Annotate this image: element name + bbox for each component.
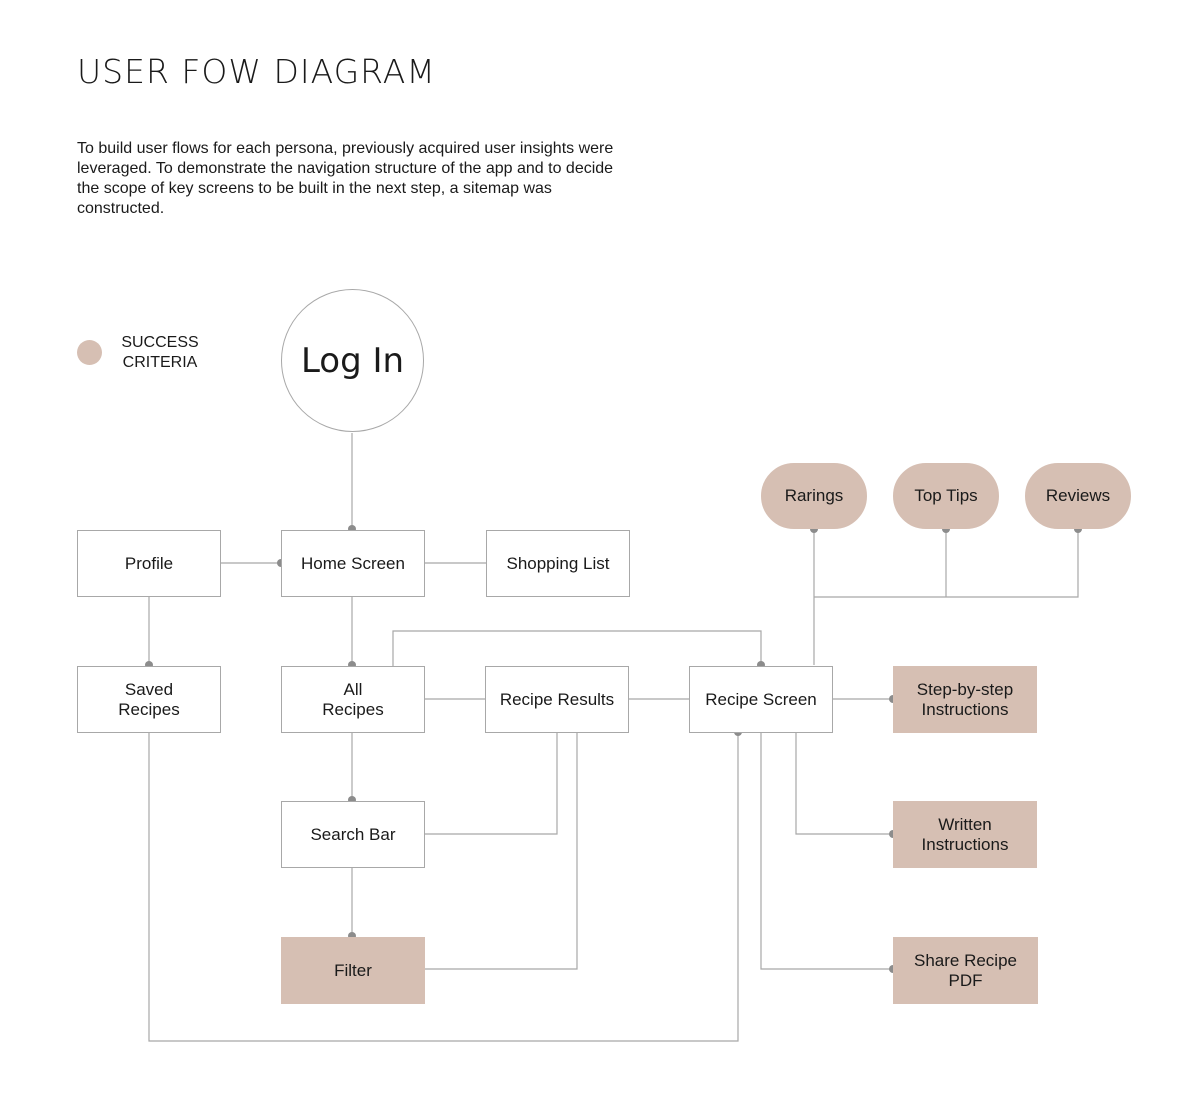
node-filter: Filter [281, 937, 425, 1004]
intro-paragraph: To build user flows for each persona, pr… [77, 140, 614, 217]
success-criteria-label: SUCCESS CRITERIA [121, 334, 199, 371]
node-all-recipes: All Recipes [281, 666, 425, 733]
node-profile: Profile [77, 530, 221, 597]
edge-search-results [425, 733, 558, 835]
edge-recipe-written [795, 733, 893, 835]
edge-ratings-bus [814, 529, 1079, 598]
edge-recipe-share [760, 733, 893, 970]
node-share-recipe-pdf: Share Recipe PDF [893, 937, 1038, 1004]
node-ratings: Rarings [761, 463, 867, 529]
edge-all-recipe [392, 630, 762, 666]
node-recipe-results: Recipe Results [485, 666, 629, 733]
node-saved-recipes: Saved Recipes [77, 666, 221, 733]
edge-filter-results [425, 733, 578, 970]
success-criteria-swatch [77, 340, 102, 365]
node-log-in: Log In [281, 289, 424, 432]
page-title: USER FOW DIAGRAM [77, 52, 436, 91]
node-shopping-list: Shopping List [486, 530, 630, 597]
node-home-screen: Home Screen [281, 530, 425, 597]
node-written-instructions: Written Instructions [893, 801, 1037, 868]
node-top-tips: Top Tips [893, 463, 999, 529]
node-step-by-step-instructions: Step-by-step Instructions [893, 666, 1037, 733]
node-reviews: Reviews [1025, 463, 1131, 529]
node-recipe-screen: Recipe Screen [689, 666, 833, 733]
edge-saved-recipe [148, 732, 739, 1042]
node-search-bar: Search Bar [281, 801, 425, 868]
